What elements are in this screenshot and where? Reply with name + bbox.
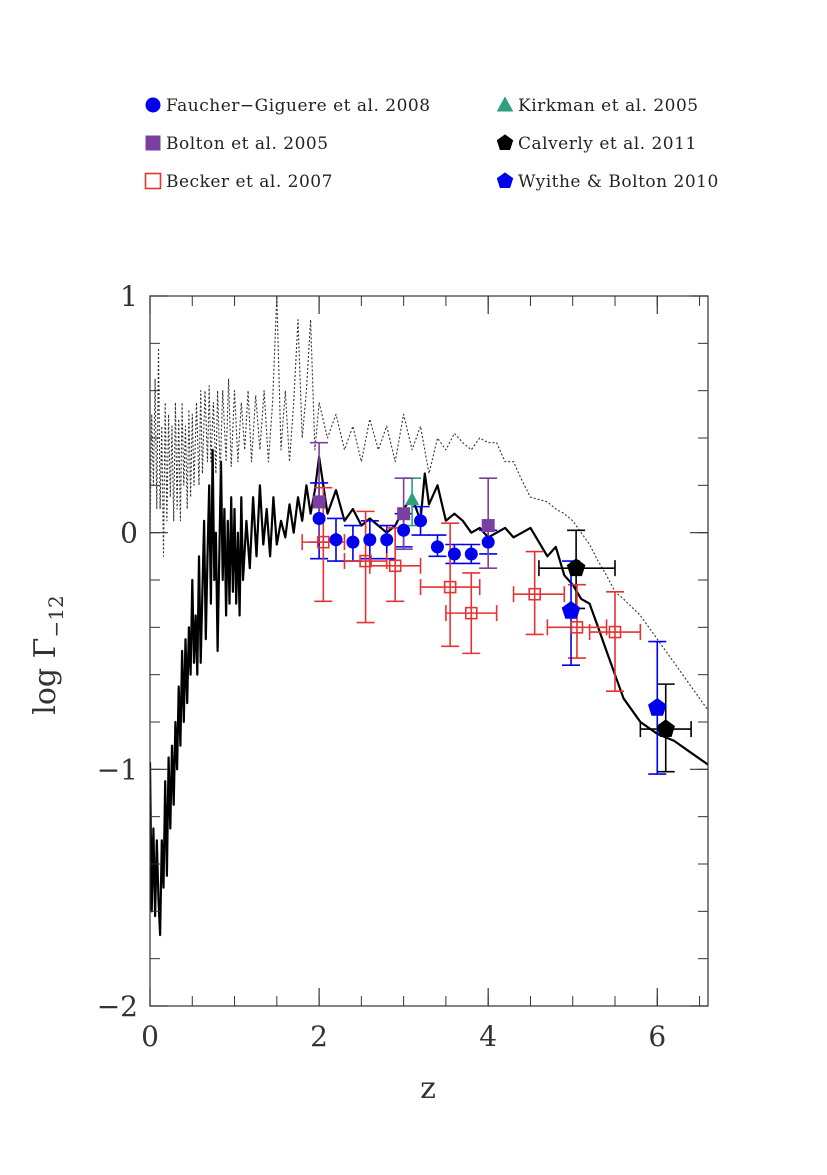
x-axis-label: z xyxy=(420,1071,436,1106)
data-point xyxy=(443,580,457,594)
legend-label: Bolton et al. 2005 xyxy=(166,134,329,154)
plot-border xyxy=(149,295,709,1007)
legend: Faucher−Giguere et al. 2008 Kirkman et al… xyxy=(144,96,719,192)
data-point xyxy=(317,535,330,549)
legend-marker xyxy=(145,135,161,151)
data-point xyxy=(528,587,541,601)
legend-label: Becker et al. 2007 xyxy=(166,172,333,192)
legend-marker xyxy=(496,134,514,150)
y-tick-label: −2 xyxy=(97,990,138,1023)
data-point xyxy=(561,601,581,619)
plot-frame xyxy=(149,295,709,1007)
x-tick-label: 6 xyxy=(648,1020,666,1053)
model-curve-solid xyxy=(150,448,708,937)
data-point xyxy=(363,533,377,547)
data-point xyxy=(388,559,402,573)
legend-label: Faucher−Giguere et al. 2008 xyxy=(166,96,431,116)
legend-label: Calverly et al. 2011 xyxy=(518,134,697,154)
y-tick-label: 1 xyxy=(120,280,138,313)
data-point xyxy=(397,523,411,537)
data-point xyxy=(464,547,478,561)
data-point xyxy=(380,533,394,547)
x-tick-label: 4 xyxy=(479,1020,497,1053)
data-point xyxy=(566,558,586,577)
data-point xyxy=(430,540,444,554)
legend-marker xyxy=(496,172,514,188)
x-tick-label: 0 xyxy=(141,1020,159,1053)
legend-label: Wyithe & Bolton 2010 xyxy=(518,172,719,192)
data-point xyxy=(359,554,372,568)
data-point xyxy=(447,547,461,561)
y-axis-label-main: log Γ xyxy=(28,638,63,715)
data-point xyxy=(346,535,360,549)
data-point xyxy=(481,535,495,549)
data-point xyxy=(312,495,326,509)
legend-marker xyxy=(144,172,162,190)
y-axis-label-subscript: −12 xyxy=(44,595,68,637)
data-point xyxy=(464,606,478,620)
data-point xyxy=(397,507,411,521)
x-tick-label: 2 xyxy=(310,1020,328,1053)
axis-ticks: 0 2 4 6 −2 −1 0 1 xyxy=(97,280,708,1053)
legend-marker xyxy=(496,96,514,112)
data-point xyxy=(481,519,495,533)
data-point xyxy=(648,698,667,716)
data-point xyxy=(608,625,622,639)
data-point xyxy=(312,511,326,525)
data-point xyxy=(414,514,428,528)
y-tick-label: −1 xyxy=(97,753,138,786)
legend-marker xyxy=(145,97,161,113)
y-tick-label: 0 xyxy=(120,517,138,550)
model-curves xyxy=(150,296,708,937)
data-markers xyxy=(312,492,675,737)
error-bars xyxy=(301,441,692,775)
model-curve-dotted xyxy=(150,296,708,711)
data-point xyxy=(404,492,420,506)
y-axis-label: log Γ−12 xyxy=(28,595,68,714)
data-point xyxy=(656,719,675,737)
data-point xyxy=(570,621,584,634)
data-point xyxy=(329,533,343,547)
legend-label: Kirkman et al. 2005 xyxy=(518,96,699,116)
